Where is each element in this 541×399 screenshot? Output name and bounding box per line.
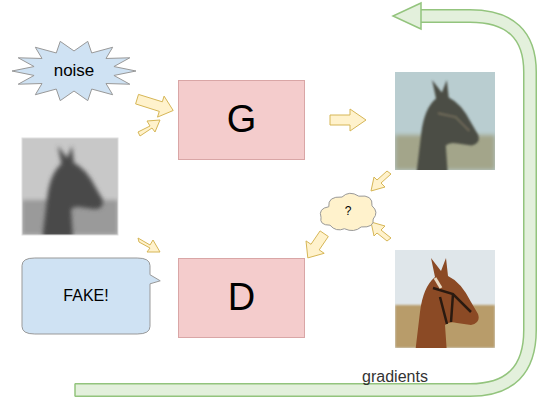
flow-arrow xyxy=(306,231,328,258)
cloud-shape: ? xyxy=(318,190,378,234)
process-box: G xyxy=(178,80,305,160)
node-text: ? xyxy=(345,205,352,218)
gradient-loop-arrow xyxy=(75,3,530,397)
real-horse-image xyxy=(395,250,495,348)
node-text: D xyxy=(228,277,255,319)
loop-label: gradients xyxy=(362,368,428,386)
image-frame xyxy=(22,138,118,235)
bubble-shape: FAKE! xyxy=(22,258,150,334)
node-text: FAKE! xyxy=(63,287,108,305)
flow-arrow xyxy=(136,94,174,117)
node-text: noise xyxy=(54,62,95,81)
grayscale-horse-image xyxy=(22,138,118,235)
burst-shape: noise xyxy=(12,40,136,102)
node-text: G xyxy=(227,99,257,141)
generated-horse-image xyxy=(395,72,495,170)
process-box: D xyxy=(178,258,305,338)
